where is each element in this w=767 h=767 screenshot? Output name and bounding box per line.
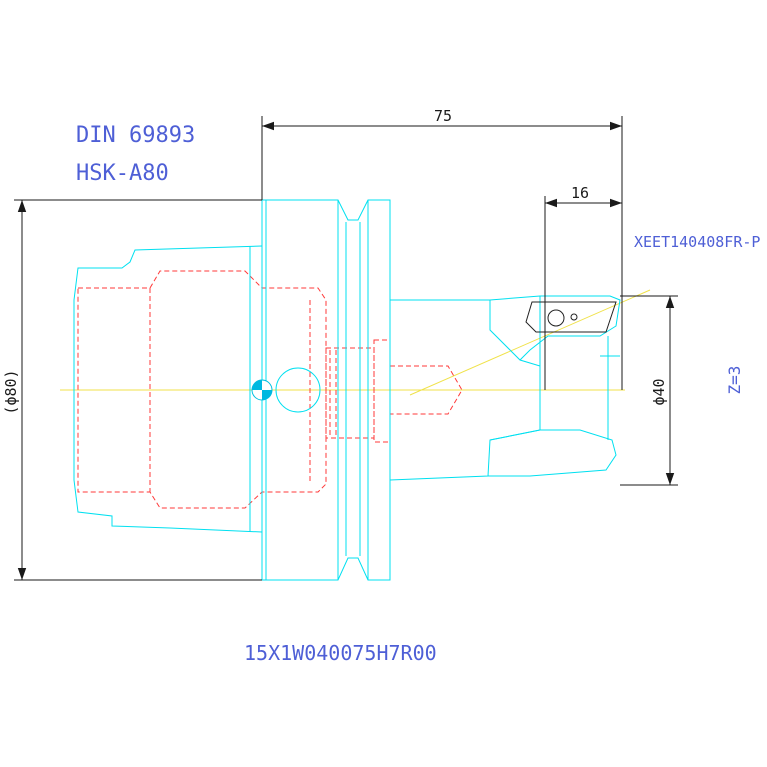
drive-hole-circle [275, 367, 321, 413]
pilot-hole [390, 365, 463, 415]
insert [525, 301, 617, 333]
inner-bore-contour [77, 270, 327, 509]
dim-40-text: ϕ40 [650, 378, 668, 405]
insert-label: XEET140408FR-P [634, 233, 760, 251]
screw-body [373, 339, 391, 443]
dim-75-text: 75 [434, 107, 452, 125]
hsk-shank [73, 245, 263, 533]
center-marker [251, 379, 273, 401]
part-number-label: 15X1W040075H7R00 [244, 641, 437, 665]
dim-16-text: 16 [571, 184, 589, 202]
teeth-label: Z=3 [725, 366, 744, 395]
dimension-lines [14, 116, 678, 581]
insert-outline [525, 301, 617, 333]
pocket-upper [489, 295, 621, 361]
insert-screw [547, 309, 565, 327]
standard-label: DIN 69893 [76, 123, 195, 148]
tool-outline [73, 199, 621, 581]
dim-80-text: (ϕ80) [2, 369, 20, 414]
pocket-lower [488, 429, 617, 477]
center-lines [60, 289, 651, 396]
thread-relief [325, 347, 375, 439]
interface-label: HSK-A80 [76, 161, 169, 186]
inclined-axis-line [409, 289, 651, 396]
insert-dot [570, 313, 578, 321]
